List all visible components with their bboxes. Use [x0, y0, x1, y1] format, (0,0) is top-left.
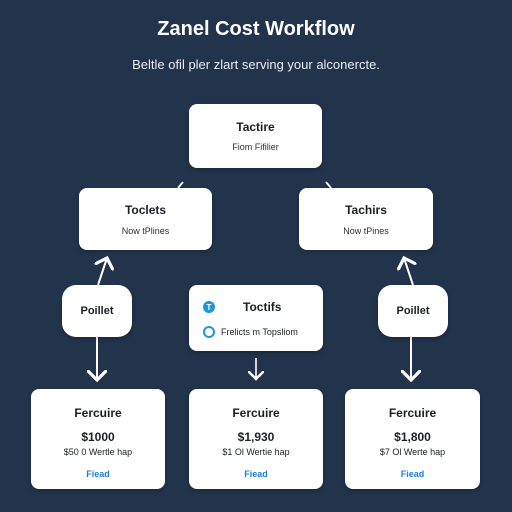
node-top[interactable]: Tactire Fiom Fifilier: [189, 104, 322, 168]
node-bottom-mid-price: $1,930: [237, 430, 275, 444]
node-pill-left-label: Poillet: [80, 304, 114, 317]
node-mid-left-sub: Now tPlines: [121, 226, 170, 236]
arrow-top-to-mid-left: [177, 181, 184, 189]
node-bottom-left-price: $1000: [81, 430, 115, 444]
page-subtitle: Beltle ofil pler zlart serving your alco…: [132, 57, 380, 72]
node-top-sub: Fiom Fifilier: [232, 142, 279, 152]
node-center[interactable]: T Toctifs Frelicts m Topsliom: [189, 285, 323, 351]
node-pill-left[interactable]: Poillet: [62, 285, 132, 337]
node-bottom-left[interactable]: Fercuire $1000 $50 0 Wertle hap Fiead: [31, 389, 165, 489]
node-mid-left-title: Toclets: [124, 203, 167, 217]
node-bottom-right-link[interactable]: Fiead: [400, 469, 425, 479]
node-bottom-mid[interactable]: Fercuire $1,930 $1 Ol Wertie hap Fiead: [189, 389, 323, 489]
node-bottom-right-title: Fercuire: [388, 406, 437, 420]
node-mid-right-title: Tachirs: [345, 203, 387, 217]
node-center-line: Frelicts m Topsliom: [203, 326, 323, 338]
node-top-title: Tactire: [236, 120, 275, 134]
node-mid-left[interactable]: Toclets Now tPlines: [79, 188, 212, 250]
info-icon: T: [203, 301, 215, 313]
node-pill-right[interactable]: Poillet: [378, 285, 448, 337]
page-title: Zanel Cost Workflow: [157, 18, 355, 40]
node-pill-right-label: Poillet: [396, 304, 430, 317]
node-mid-right[interactable]: Tachirs Now tPines: [299, 188, 433, 250]
node-center-line-text: Frelicts m Topsliom: [221, 327, 298, 337]
node-bottom-right[interactable]: Fercuire $1,800 $7 Ol Werte hap Fiead: [345, 389, 480, 489]
node-center-title: Toctifs: [243, 300, 282, 314]
arrow-pill-left-up: [98, 258, 107, 286]
node-bottom-mid-link[interactable]: Fiead: [244, 469, 268, 479]
node-bottom-left-sub: $50 0 Wertle hap: [63, 447, 133, 457]
node-mid-right-sub: Now tPines: [343, 226, 389, 236]
node-bottom-right-sub: $7 Ol Werte hap: [379, 447, 446, 457]
arrow-top-to-mid-right: [325, 181, 332, 189]
arrow-pill-right-up: [404, 258, 413, 286]
node-bottom-left-link[interactable]: Fiead: [86, 469, 110, 479]
node-bottom-mid-title: Fercuire: [232, 406, 280, 420]
node-bottom-left-title: Fercuire: [74, 406, 122, 420]
node-bottom-right-price: $1,800: [394, 430, 431, 444]
node-center-header: T Toctifs: [203, 300, 323, 314]
node-bottom-mid-sub: $1 Ol Wertie hap: [222, 447, 290, 457]
circle-icon: [203, 326, 215, 338]
